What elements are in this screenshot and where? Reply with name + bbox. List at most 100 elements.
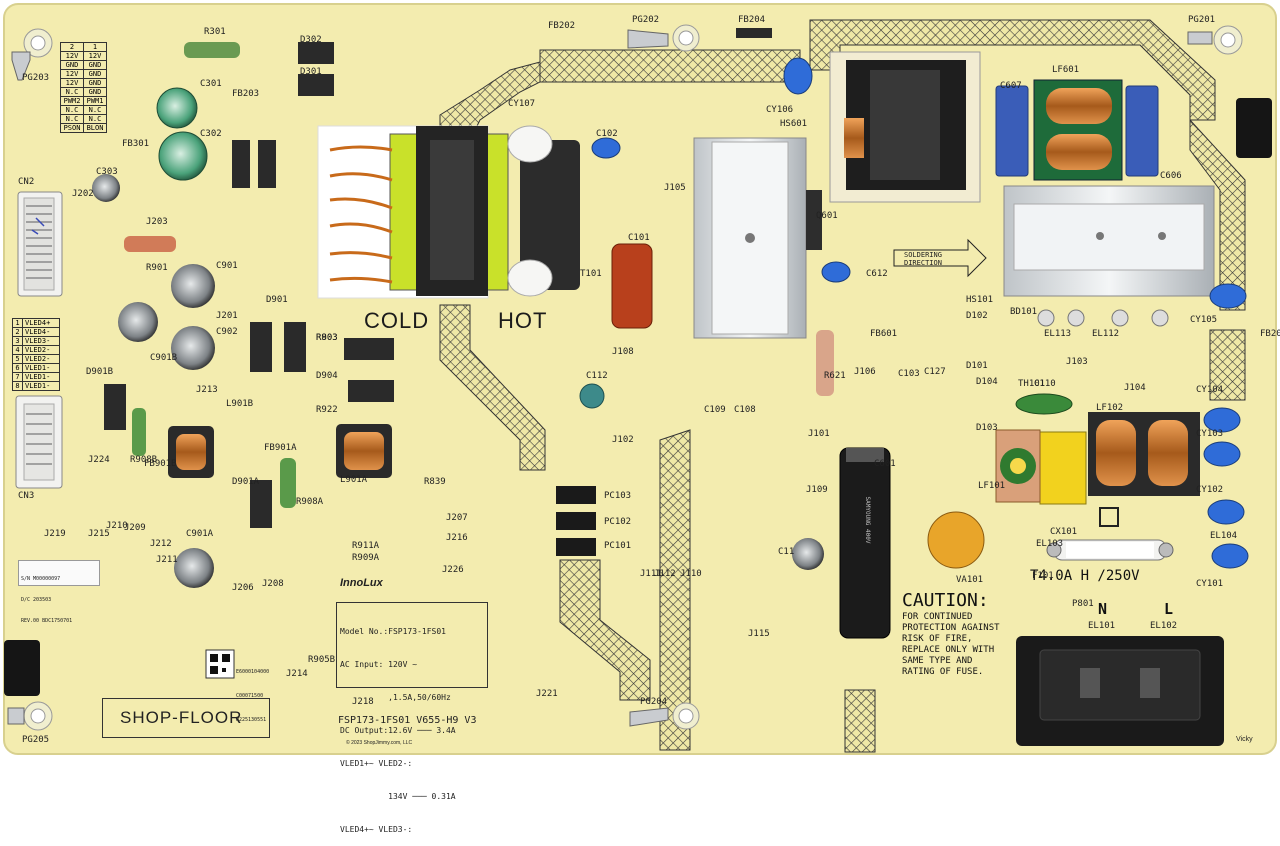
ref-designator: R911A	[352, 541, 380, 551]
ref-designator: J109	[806, 485, 828, 495]
bridge-pads	[1037, 309, 1169, 327]
ref-designator: PC102	[604, 517, 632, 527]
pin-cell: N.C	[61, 106, 84, 114]
caution-line: REPLACE ONLY WITH	[902, 645, 995, 655]
axial-diodes	[104, 28, 772, 528]
model-line: Model No.:FSP173-1FS01	[340, 627, 446, 636]
caution-line: FOR CONTINUED	[902, 612, 973, 622]
pin-signal: VLED4-	[25, 328, 51, 336]
pin-num: 3	[13, 337, 23, 345]
cap-c101	[611, 243, 653, 329]
inductors	[168, 412, 1200, 496]
pin-num: 5	[13, 355, 23, 363]
pin-num: 7	[13, 373, 23, 381]
qr-line: C00071500	[236, 693, 264, 699]
caution-line: RISK OF FIRE,	[902, 634, 973, 644]
ref-designator: J208	[262, 579, 284, 589]
ref-designator: J103	[1066, 357, 1088, 367]
ref-designator: C901	[216, 261, 238, 271]
model-line: VLED4+~ VLED3-:	[340, 825, 413, 834]
qr-code	[205, 649, 235, 679]
pin-num: 6	[13, 364, 23, 372]
soldering-label-2: DIRECTION	[904, 259, 942, 267]
pin-signal: VLED2-	[25, 346, 51, 354]
mounting-holes	[23, 24, 1243, 731]
ref-designator: EL101	[1088, 621, 1116, 631]
caution-line: RATING OF FUSE.	[902, 667, 984, 677]
ref-designator: EL102	[1150, 621, 1178, 631]
ref-designator: D301	[300, 67, 322, 77]
pin-cell: N.C	[61, 115, 84, 123]
brand-logo: InnoLux	[340, 577, 383, 589]
ref-designator: C601	[874, 459, 896, 469]
copyright-note: © 2023 ShopJimmy.com, LLC	[346, 740, 413, 746]
resistors	[124, 42, 834, 508]
pin-cell: GND	[88, 61, 102, 69]
qr-line: E6000104000	[236, 669, 270, 675]
qr-line: M225130551	[236, 717, 267, 723]
caution-line: PROTECTION AGAINST	[902, 623, 1000, 633]
ref-designator: J211	[156, 555, 178, 565]
ref-designator: J106	[854, 367, 876, 377]
pin-cell: BLON	[86, 124, 104, 132]
ref-designator: R922	[316, 405, 338, 415]
ref-designator: R903	[316, 333, 338, 343]
ref-designator: L901A	[340, 475, 368, 485]
ref-designator: CY106	[766, 105, 794, 115]
ref-designator: CX101	[1050, 527, 1078, 537]
electrolytic-caps	[92, 87, 824, 588]
cold-side-label: COLD	[364, 308, 430, 333]
ref-designator: CY104	[1196, 385, 1224, 395]
pin-num: 4	[13, 346, 23, 354]
ref-designator: R908A	[296, 497, 324, 507]
ref-designator: R301	[204, 27, 226, 37]
shop-floor-label: SHOP-FLOOR	[120, 708, 243, 727]
ref-designator: R905B	[308, 655, 336, 665]
pin-num: 2	[13, 328, 23, 336]
ref-designator: FB901A	[264, 443, 297, 453]
lf101-yellow-filter	[995, 429, 1087, 505]
fuse-rating-label: T4.0A H /250V	[1030, 568, 1140, 584]
ref-designator: R803	[316, 333, 338, 343]
ref-designator: J104	[1124, 383, 1146, 393]
ref-designator: J224	[88, 455, 110, 465]
neutral-mark: N	[1098, 600, 1108, 618]
pin-signal: VLED3-	[25, 337, 51, 345]
ref-designator: BD101	[1010, 307, 1038, 317]
ref-designator: J215	[88, 529, 110, 539]
ref-designator: HS601	[780, 119, 808, 129]
ref-designator: C110	[1034, 379, 1056, 389]
pin-cell: GND	[61, 61, 84, 69]
caution-mark	[1099, 507, 1119, 527]
ref-designator: C127	[924, 367, 946, 377]
ref-designator: J111	[640, 569, 662, 579]
sticker-line: S/N M00000097	[21, 576, 61, 582]
signature: Vicky	[1236, 736, 1253, 743]
ref-designator: PG202	[632, 15, 660, 25]
ref-designator: CY102	[1196, 485, 1224, 495]
ref-designator: C901A	[186, 529, 214, 539]
ref-designator: EL113	[1044, 329, 1072, 339]
pin-signal: VLED1-	[25, 373, 51, 381]
ref-designator: J214	[286, 669, 308, 679]
model-line: AC Input: 120V ~	[340, 660, 418, 669]
edge-pad-bottom	[4, 640, 40, 696]
ref-designator: C302	[200, 129, 222, 139]
ref-designator: R908B	[130, 455, 158, 465]
ref-designator: FB202	[548, 21, 576, 31]
ref-designator: J212	[150, 539, 172, 549]
ref-designator: D901	[266, 295, 288, 305]
model-line: 134V ─── 0.31A	[340, 792, 456, 801]
ref-designator: C103	[898, 369, 920, 379]
ref-designator: C612	[866, 269, 888, 279]
ref-designator: J219	[44, 529, 66, 539]
ref-designator: FB301	[122, 139, 150, 149]
pin-header: 2	[61, 43, 84, 51]
cn2-connector	[17, 191, 63, 297]
ref-designator: EL112	[1092, 329, 1120, 339]
ref-designator: D901A	[232, 477, 260, 487]
pin-cell: N.C	[88, 106, 102, 114]
ref-designator: J112	[654, 569, 676, 579]
pin-signal: VLED1-	[25, 364, 51, 372]
